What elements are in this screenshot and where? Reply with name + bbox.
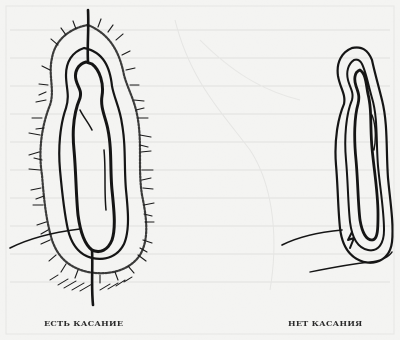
caption-touch: ЕСТЬ КАСАНИЕ (44, 319, 123, 331)
caption-no-touch: НЕТ КАСАНИЯ (288, 319, 363, 331)
